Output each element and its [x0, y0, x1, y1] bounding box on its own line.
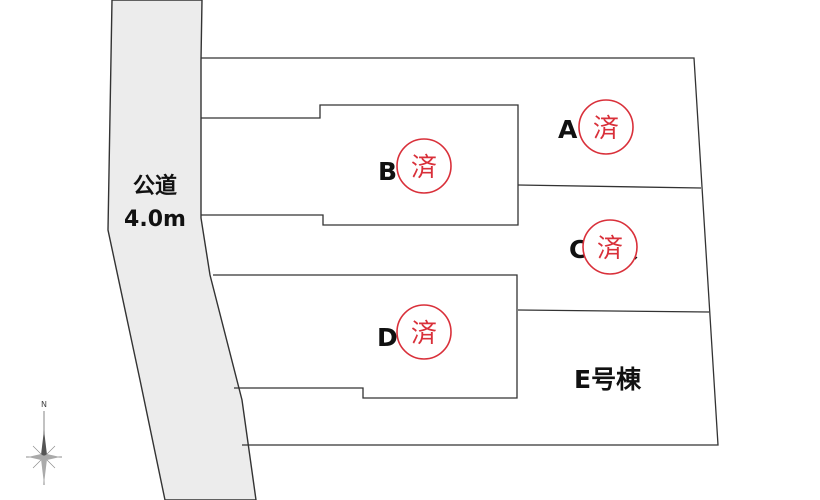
sold-stamp-b-text: 済: [411, 153, 437, 183]
lot-divider-a-c: [517, 184, 702, 189]
lot-e-label: E号棟: [574, 365, 642, 394]
road-label: 公道 4.0m: [124, 173, 186, 232]
sold-stamp-d-text: 済: [411, 319, 437, 349]
lot-divider-c-e: [517, 309, 710, 313]
lot-d-boundary: [213, 274, 518, 399]
north-compass-icon: N: [26, 400, 62, 485]
north-label: N: [41, 400, 47, 409]
lot-b-boundary: [201, 104, 519, 226]
sold-stamp-a-text: 済: [593, 114, 619, 144]
sold-stamp-b: 済: [396, 138, 452, 194]
road-label-line1: 公道: [133, 173, 177, 199]
sold-stamp-a: 済: [578, 99, 634, 155]
sold-stamp-d: 済: [396, 304, 452, 360]
road-label-line2: 4.0m: [124, 207, 186, 232]
public-road: [107, 0, 257, 500]
sold-stamp-c: 済: [582, 219, 638, 275]
sold-stamp-c-text: 済: [597, 234, 623, 264]
site-boundary: [201, 57, 719, 446]
